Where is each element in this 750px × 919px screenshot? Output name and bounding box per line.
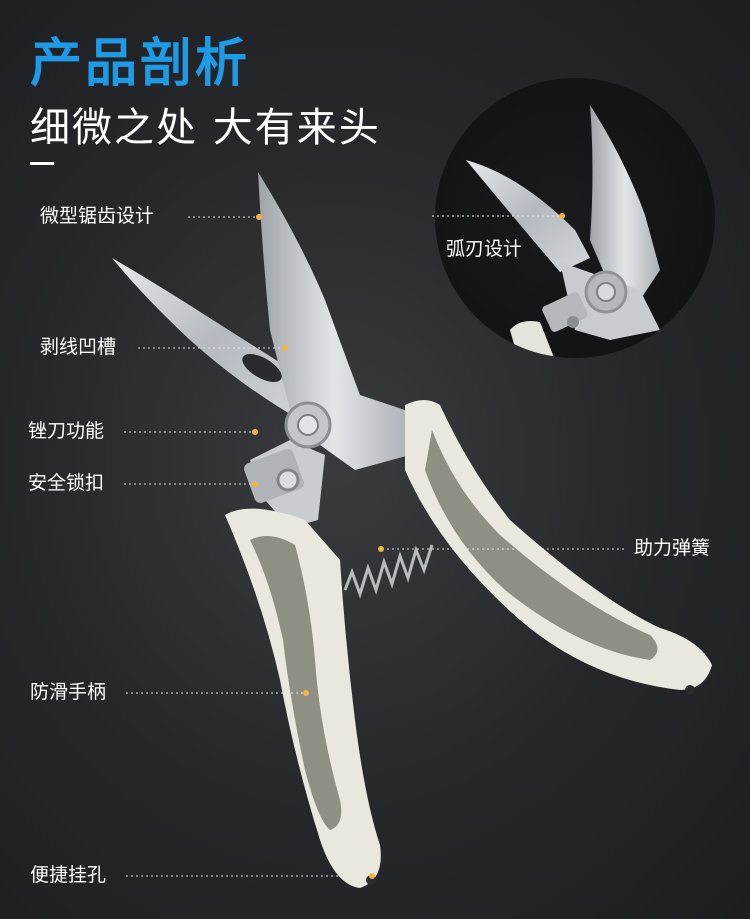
callout-file-blade: 锉刀功能 bbox=[28, 420, 105, 442]
left-handle-grip bbox=[250, 536, 342, 830]
right-handle-hole bbox=[685, 685, 695, 695]
callout-wire-groove: 剥线凹槽 bbox=[40, 336, 117, 358]
safety-lock-rivet bbox=[276, 468, 300, 492]
callout-hang-hole: 便捷挂孔 bbox=[30, 864, 107, 886]
spring-coil bbox=[343, 544, 434, 599]
page-title: 产品剖析 bbox=[30, 34, 251, 94]
callout-grip: 防滑手柄 bbox=[30, 681, 107, 703]
page-subtitle: 细微之处 大有来头 bbox=[30, 105, 381, 151]
callout-saw-teeth: 微型锯齿设计 bbox=[40, 205, 155, 227]
right-handle-grip bbox=[425, 430, 658, 660]
callout-curved-blade: 弧刃设计 bbox=[446, 238, 523, 260]
wire-groove-notch bbox=[242, 354, 282, 382]
callout-dots bbox=[252, 213, 565, 879]
right-blade bbox=[258, 172, 410, 470]
leader-lines bbox=[124, 215, 626, 877]
zoom-circle bbox=[435, 78, 715, 358]
subtitle-underline bbox=[30, 162, 54, 165]
right-handle bbox=[405, 400, 712, 690]
callout-spring: 助力弹簧 bbox=[634, 537, 711, 559]
callout-safety-lock: 安全锁扣 bbox=[28, 472, 105, 494]
